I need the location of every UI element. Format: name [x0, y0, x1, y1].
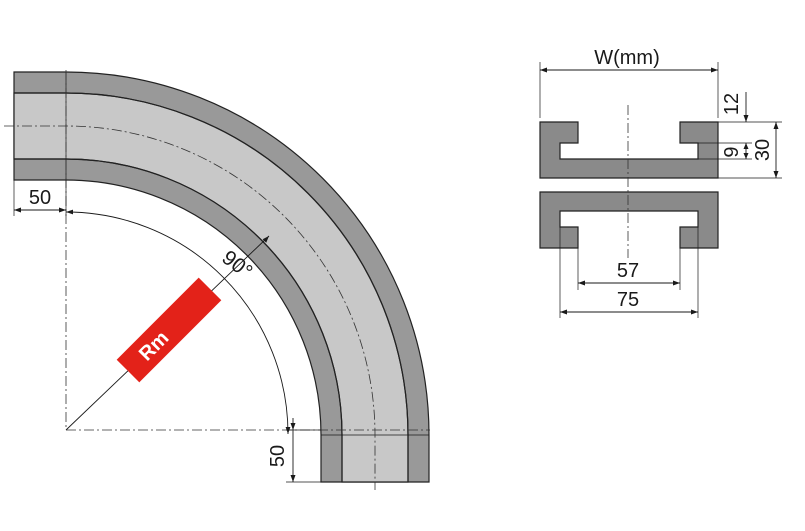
- height-dimensions: 12 9 30: [698, 92, 782, 179]
- straight-left-dimension: 50: [13, 180, 67, 216]
- curved-guide-rail: [13, 71, 430, 483]
- dim-57-label: 57: [617, 260, 639, 282]
- bottom-dimensions: 57 75: [559, 227, 699, 318]
- lower-profile: [539, 191, 719, 249]
- radius-tag: Rm: [116, 277, 222, 383]
- straight-left-label: 50: [29, 187, 51, 209]
- cross-section: [539, 105, 719, 258]
- straight-bottom-dimension: 50: [267, 418, 321, 483]
- width-dimension: W(mm): [539, 47, 719, 118]
- straight-bottom-label: 50: [267, 445, 289, 467]
- upper-profile: [539, 121, 719, 179]
- dim-9-label: 9: [721, 146, 743, 157]
- bend-centerlines: [4, 70, 430, 490]
- dim-75-label: 75: [617, 289, 639, 311]
- width-label: W(mm): [594, 47, 660, 69]
- dim-30-label: 30: [752, 139, 774, 161]
- dim-12-label: 12: [721, 93, 743, 115]
